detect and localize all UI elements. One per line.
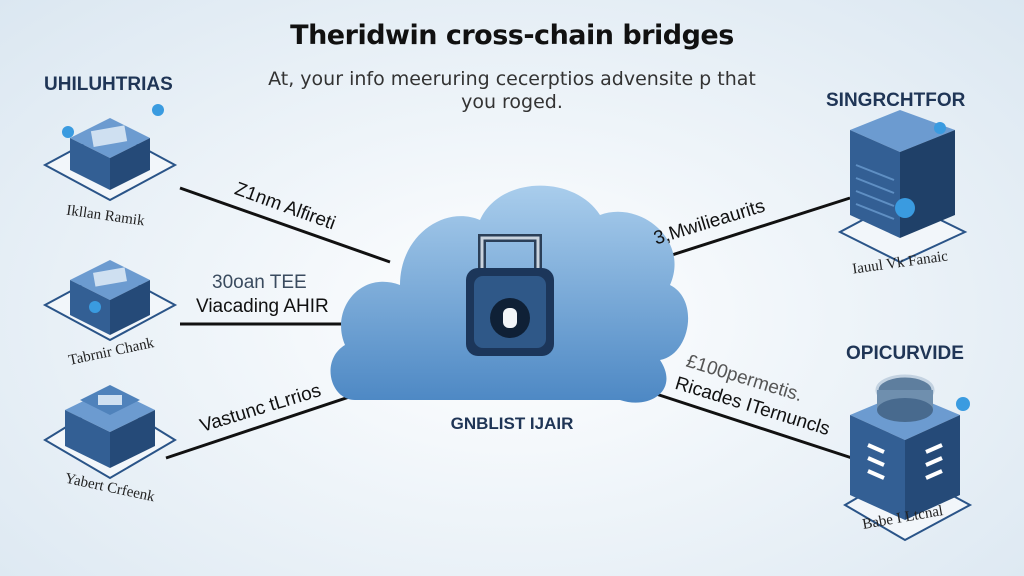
node-box-left-2[interactable] (42, 260, 178, 342)
page-title: Theridwin cross-chain bridges (290, 20, 734, 51)
link-line-left-top (179, 186, 391, 264)
cloud-label: GNBLIST IJAIR (450, 414, 574, 433)
right-heading-2: OPICURVIDE (846, 343, 964, 364)
link-label-left-mid-1: 30oan TEE (212, 272, 307, 293)
subtitle-line-1: At, your info meeruring cecerptios adven… (268, 68, 756, 90)
node-server-right-1[interactable] (837, 110, 968, 264)
subtitle-line-2: you roged. (461, 91, 563, 113)
link-label-left-mid-2: Viacading AHIR (196, 296, 329, 317)
padlock-icon (466, 234, 554, 356)
node-box-left-3[interactable] (43, 385, 177, 480)
link-line-right-bottom (649, 390, 853, 460)
node-box-left-1[interactable] (42, 104, 178, 202)
node-box-right-2[interactable] (843, 374, 973, 542)
left-heading: UHILUHTRIAS (44, 74, 173, 95)
right-heading-1: SINGRCHTFOR (826, 90, 966, 111)
